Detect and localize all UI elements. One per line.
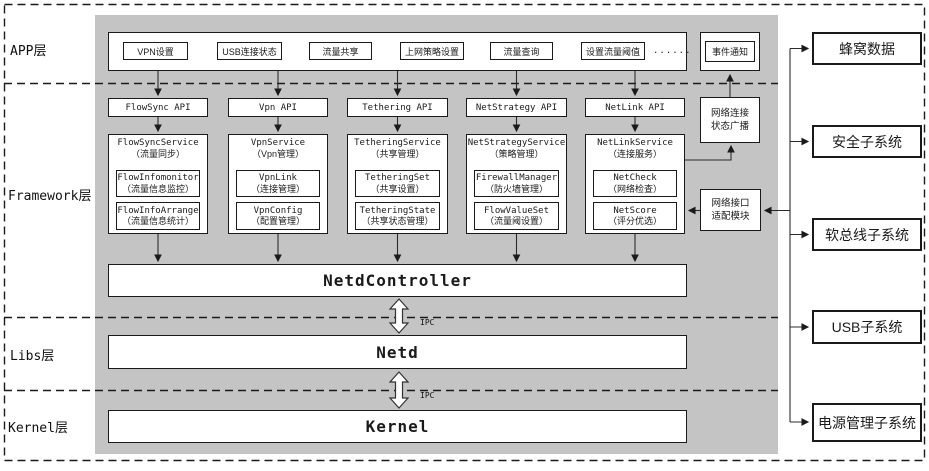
subsystem-cellular-data: 蜂窝数据 xyxy=(812,32,922,65)
service-name: NetLinkService xyxy=(597,138,673,148)
module-desc: （配置管理） xyxy=(250,216,305,226)
api-box-flowsync: FlowSync API xyxy=(108,98,208,117)
module-box-vpnconfig: VpnConfig （配置管理） xyxy=(236,202,320,230)
module-box-vpnlink: VpnLink （连接管理） xyxy=(236,170,320,197)
module-box-netcheck: NetCheck （网络检查） xyxy=(593,170,677,197)
api-box-netstrategy: NetStrategy API xyxy=(466,98,567,117)
module-name: TetheringSet xyxy=(364,173,431,183)
service-desc: （策略管理） xyxy=(489,149,544,159)
module-desc: （连接管理） xyxy=(250,183,305,194)
app-item-net-strategy-settings[interactable]: 上网策略设置 xyxy=(400,42,464,60)
kernel-bar: Kernel xyxy=(108,410,687,443)
event-notify-box: 事件通知 xyxy=(700,32,760,71)
layer-label-libs: Libs层 xyxy=(10,349,55,364)
service-box-netlink: NetLinkService （连接服务） NetCheck （网络检查） Ne… xyxy=(585,134,685,234)
module-desc: （共享设置） xyxy=(370,183,425,194)
layer-label-framework: Framework层 xyxy=(8,189,92,204)
app-items-ellipsis: ...... xyxy=(653,46,692,56)
module-desc: （评分优选） xyxy=(607,216,662,226)
netdcontroller-bar: NetdController xyxy=(108,264,687,297)
module-box-firewallmanager: FirewallManager （防火墙管理） xyxy=(474,170,559,197)
module-name: FlowInfoArrange xyxy=(117,205,199,216)
module-box-netscore: NetScore （评分优选） xyxy=(593,202,677,230)
module-desc: （网络检查） xyxy=(607,183,662,194)
broadcast-line1: 网络连接 xyxy=(710,108,749,119)
module-name: FlowInfomonitor xyxy=(117,173,199,183)
app-item-usb-status[interactable]: USB连接状态 xyxy=(217,42,282,60)
module-box-flowinfoarrange: FlowInfoArrange （流量信息统计） xyxy=(116,202,200,230)
service-desc: （Vpn管理） xyxy=(251,149,304,159)
app-item-traffic-share[interactable]: 流量共享 xyxy=(309,42,372,60)
api-box-netlink: NetLink API xyxy=(585,98,685,117)
module-desc: （流量阈设置） xyxy=(484,216,548,226)
api-box-tethering: Tethering API xyxy=(347,98,448,117)
layer-label-app: APP层 xyxy=(10,44,47,59)
service-name: NetStrategyService xyxy=(467,138,566,148)
netd-bar: Netd xyxy=(108,335,687,369)
app-item-vpn-settings[interactable]: VPN设置 xyxy=(123,42,188,60)
subsystem-power-management: 电源管理子系统 xyxy=(812,403,922,442)
network-state-broadcast-box: 网络连接 状态广播 xyxy=(700,97,760,143)
subsystem-security: 安全子系统 xyxy=(812,125,922,158)
module-box-flowvalueset: FlowValueSet （流量阈设置） xyxy=(474,202,559,230)
module-name: FirewallManager xyxy=(475,173,558,183)
module-name: FlowValueSet xyxy=(483,205,550,216)
api-box-vpn: Vpn API xyxy=(228,98,328,117)
adapter-line2: 适配模块 xyxy=(711,211,750,222)
service-name: VpnService xyxy=(250,138,306,148)
network-interface-adapter-box: 网络接口 适配模块 xyxy=(700,189,761,231)
ipc-label-top: IPC xyxy=(420,318,435,327)
module-box-flowinfomonitor: FlowInfomonitor （流量信息监控） xyxy=(116,170,200,197)
subsystem-bus xyxy=(789,44,810,426)
module-name: NetScore xyxy=(613,205,657,216)
module-box-tetheringstate: TetheringState （共享状态管理） xyxy=(355,202,440,230)
module-name: VpnConfig xyxy=(253,205,303,216)
service-box-tethering: TetheringService （共享管理） TetheringSet （共享… xyxy=(347,134,448,234)
adapter-line1: 网络接口 xyxy=(711,198,750,209)
module-desc: （防火墙管理） xyxy=(484,183,548,194)
service-desc: （连接服务） xyxy=(607,149,662,159)
module-desc: （流量信息监控） xyxy=(121,183,194,194)
app-item-traffic-threshold[interactable]: 设置流量阈值 xyxy=(581,42,645,60)
service-desc: （流量同步） xyxy=(130,149,185,159)
service-box-netstrategy: NetStrategyService （策略管理） FirewallManage… xyxy=(466,134,567,234)
service-name: TetheringService xyxy=(354,138,441,148)
module-desc: （共享状态管理） xyxy=(361,216,434,226)
service-name: FlowSyncService xyxy=(117,138,199,148)
service-box-vpn: VpnService （Vpn管理） VpnLink （连接管理） VpnCon… xyxy=(228,134,328,234)
module-box-tetheringset: TetheringSet （共享设置） xyxy=(355,170,440,197)
broadcast-line2: 状态广播 xyxy=(710,121,749,132)
layer-label-kernel: Kernel层 xyxy=(8,421,68,436)
gray-panel xyxy=(95,15,778,454)
app-item-traffic-query[interactable]: 流量查询 xyxy=(490,42,553,60)
service-box-flowsync: FlowSyncService （流量同步） FlowInfomonitor （… xyxy=(108,134,208,234)
module-name: TetheringState xyxy=(359,205,436,216)
service-desc: （共享管理） xyxy=(370,149,425,159)
module-name: VpnLink xyxy=(259,173,297,183)
module-name: NetCheck xyxy=(613,173,657,183)
module-desc: （流量信息统计） xyxy=(121,216,194,226)
subsystem-usb: USB子系统 xyxy=(812,310,922,344)
ipc-label-bottom: IPC xyxy=(420,391,435,400)
event-notify-label: 事件通知 xyxy=(704,41,755,62)
subsystem-softbus: 软总线子系统 xyxy=(812,218,922,251)
